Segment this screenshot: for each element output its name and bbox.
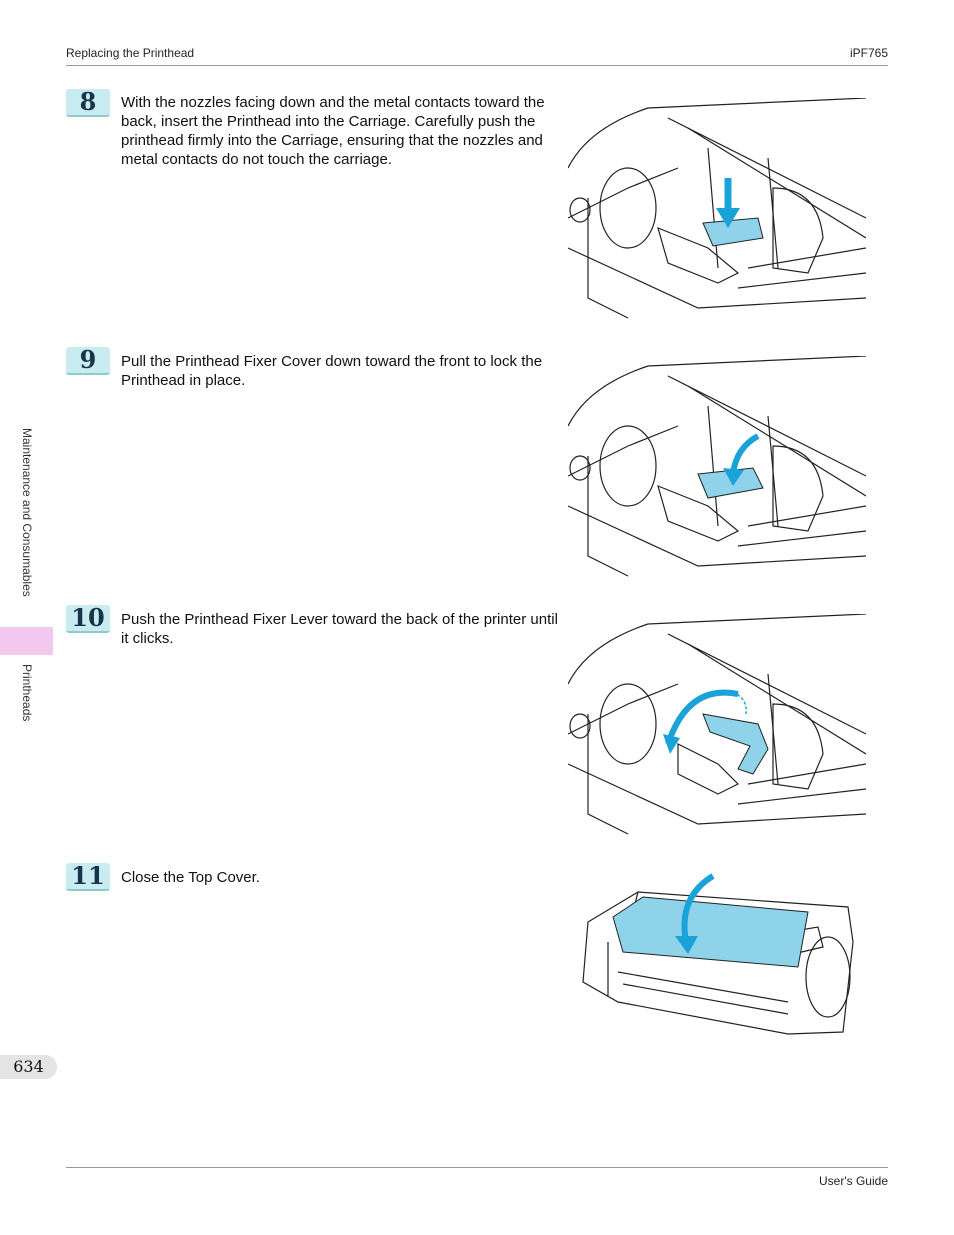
step-8-printhead-insert-illustration (568, 98, 866, 319)
step-11-badge: 11 (66, 861, 110, 891)
side-tab-section-label: Maintenance and Consumables (20, 428, 34, 597)
page-number: 634 (0, 1055, 57, 1079)
footer-rule (66, 1167, 888, 1168)
step-8-number: 8 (79, 87, 97, 116)
step-10-badge: 10 (66, 603, 110, 633)
running-footer-guide: User's Guide (819, 1174, 888, 1188)
step-9-number: 9 (79, 345, 97, 374)
step-11-close-top-cover-illustration (582, 873, 854, 1035)
header-rule (66, 65, 888, 66)
step-8-text: With the nozzles facing down and the met… (121, 94, 545, 168)
running-header-title: Replacing the Printhead (66, 46, 195, 60)
side-tab-subsection-label: Printheads (20, 664, 34, 722)
step-10-text: Push the Printhead Fixer Lever toward th… (121, 611, 558, 647)
side-tab-active-marker (0, 627, 53, 655)
step-8-badge: 8 (66, 87, 110, 117)
step-9-fixer-cover-illustration (568, 356, 866, 577)
step-9-badge: 9 (66, 345, 110, 375)
step-11-text: Close the Top Cover. (121, 869, 260, 886)
step-10-number: 10 (71, 603, 105, 632)
step-10-fixer-lever-illustration (568, 614, 866, 835)
step-9-text: Pull the Printhead Fixer Cover down towa… (121, 353, 543, 389)
step-11-number: 11 (71, 861, 105, 890)
running-header-model: iPF765 (849, 46, 888, 60)
